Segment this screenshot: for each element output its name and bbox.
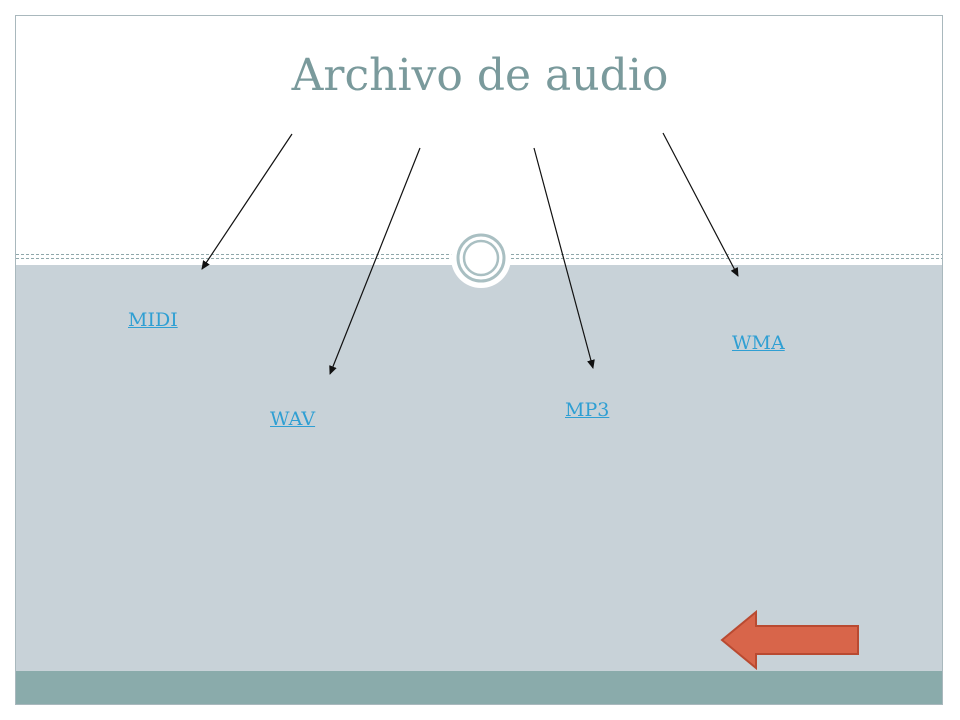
- double-ring-circle-icon: [451, 228, 511, 288]
- slide-title-area: [16, 16, 942, 265]
- footer-band: [16, 671, 942, 704]
- slide-body-area: [16, 265, 942, 671]
- page-title: Archivo de audio: [291, 50, 669, 101]
- wav-link[interactable]: WAV: [270, 408, 316, 430]
- midi-link[interactable]: MIDI: [128, 309, 178, 331]
- left-arrow-icon: [720, 610, 859, 670]
- slide: Archivo de audio: [15, 15, 943, 705]
- wma-link[interactable]: WMA: [732, 332, 785, 354]
- mp3-link[interactable]: MP3: [565, 399, 610, 421]
- back-button[interactable]: [720, 610, 860, 670]
